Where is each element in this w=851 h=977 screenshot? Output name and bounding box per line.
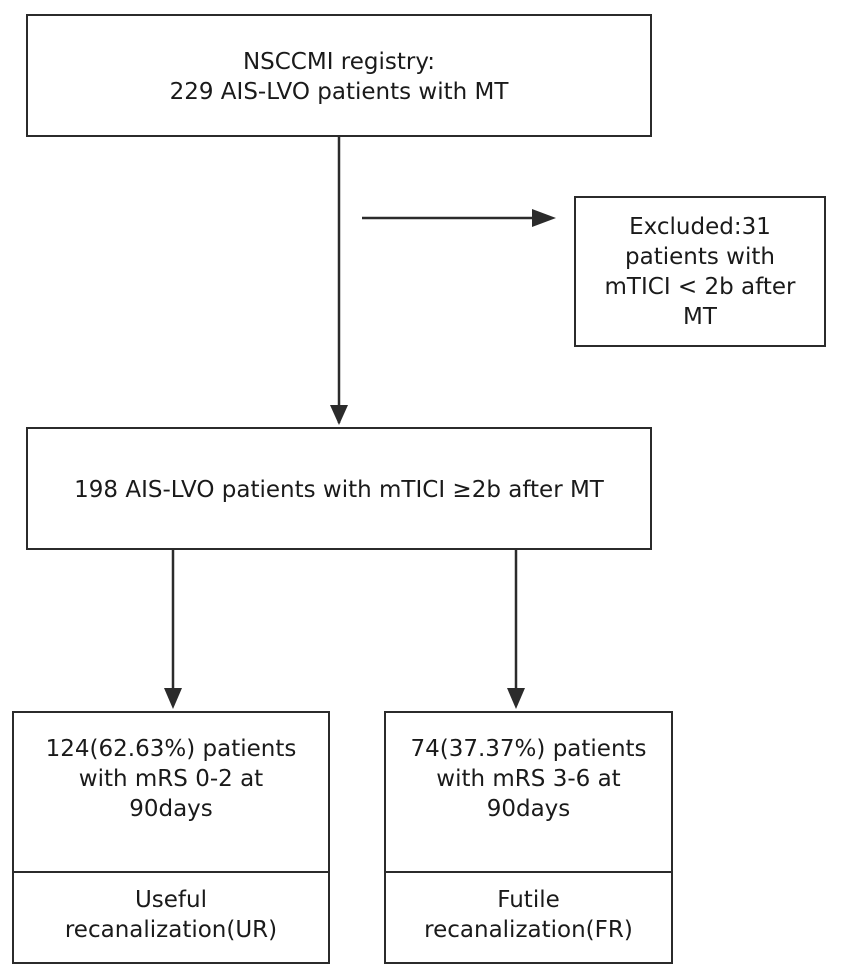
registry-box: NSCCMI registry: 229 AIS-LVO patients wi… <box>26 14 652 137</box>
registry-line-1: NSCCMI registry: <box>242 49 436 75</box>
excluded-line-4: MT <box>683 304 717 330</box>
fr-line-3: 90days <box>486 796 571 822</box>
fr-line-1: 74(37.37%) patients <box>410 736 647 762</box>
ur-label-line-2: recanalization(UR) <box>64 917 278 943</box>
fr-box: 74(37.37%) patients with mRS 3-6 at 90da… <box>384 711 673 964</box>
fr-line-2: with mRS 3-6 at <box>436 766 621 792</box>
included-line: 198 AIS-LVO patients with mTICI ≥2b afte… <box>74 477 604 503</box>
arrow-head-fr <box>507 688 525 709</box>
registry-box-text: NSCCMI registry: 229 AIS-LVO patients wi… <box>28 47 650 107</box>
registry-line-2: 229 AIS-LVO patients with MT <box>169 79 509 105</box>
arrow-head-included <box>330 405 348 425</box>
fr-box-label: Futile recanalization(FR) <box>386 885 671 945</box>
ur-line-3: 90days <box>129 796 213 822</box>
ur-line-1: 124(62.63%) patients <box>45 736 297 762</box>
ur-label-line-1: Useful <box>134 887 208 913</box>
included-box: 198 AIS-LVO patients with mTICI ≥2b afte… <box>26 427 652 550</box>
arrow-head-ur <box>164 688 182 709</box>
fr-box-text: 74(37.37%) patients with mRS 3-6 at 90da… <box>386 734 671 824</box>
ur-box: 124(62.63%) patients with mRS 0-2 at 90d… <box>12 711 330 964</box>
fr-label-line-2: recanalization(FR) <box>424 917 633 943</box>
arrow-head-excluded <box>532 209 556 227</box>
excluded-line-3: mTICI < 2b after <box>604 274 796 300</box>
fr-box-divider <box>386 871 671 873</box>
ur-box-text: 124(62.63%) patients with mRS 0-2 at 90d… <box>14 734 328 824</box>
ur-line-2: with mRS 0-2 at <box>78 766 264 792</box>
fr-label-line-1: Futile <box>497 887 560 913</box>
ur-box-divider <box>14 871 328 873</box>
excluded-line-1: Excluded:31 <box>629 214 771 240</box>
excluded-box: Excluded:31 patients with mTICI < 2b aft… <box>574 196 826 347</box>
included-box-text: 198 AIS-LVO patients with mTICI ≥2b afte… <box>28 475 650 505</box>
excluded-box-text: Excluded:31 patients with mTICI < 2b aft… <box>576 212 824 332</box>
ur-box-label: Useful recanalization(UR) <box>14 885 328 945</box>
excluded-line-2: patients with <box>625 244 775 270</box>
